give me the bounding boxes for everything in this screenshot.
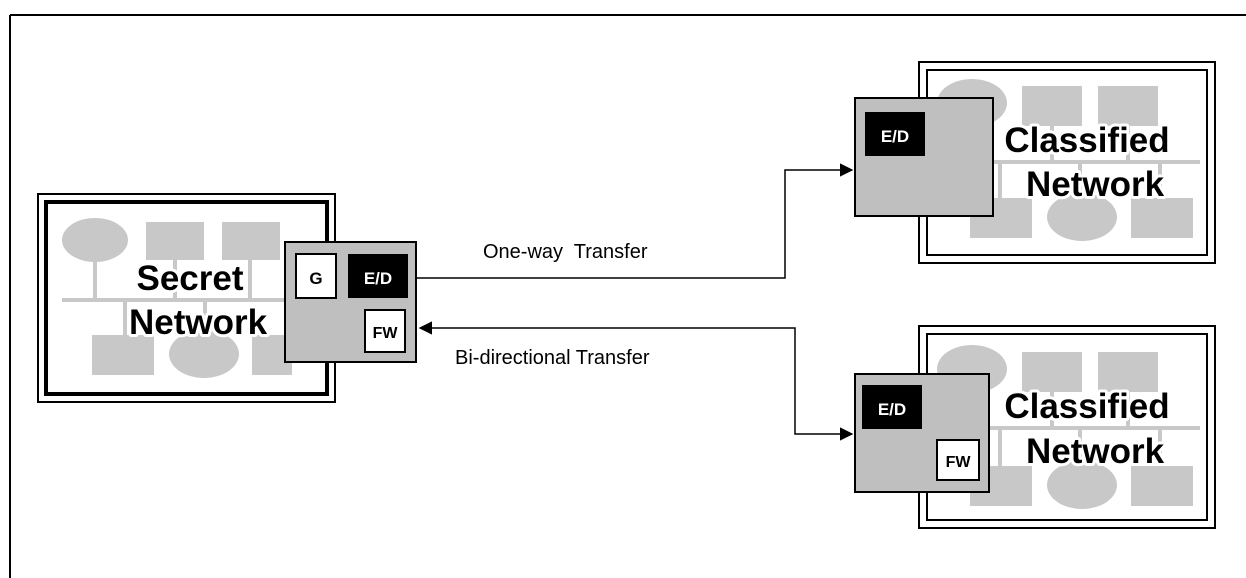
gateway-device: G E/D FW	[284, 241, 417, 363]
classified-bottom-firewall-label: FW	[946, 454, 972, 471]
secret-network-title-line1: Secret	[136, 259, 243, 298]
classified-top-encrypt-decrypt-label: E/D	[881, 127, 909, 146]
guard-box	[295, 253, 337, 299]
firewall-label: FW	[373, 325, 399, 342]
encrypt-decrypt-label: E/D	[364, 269, 392, 288]
encrypt-decrypt-box	[348, 254, 408, 298]
classified-network-top: Classified Network E/D	[854, 61, 1216, 264]
classified-top-encrypt-decrypt-box	[865, 112, 925, 156]
classified-top-title-line1: Classified	[1004, 121, 1169, 160]
classified-top-node-box	[1022, 86, 1082, 126]
classified-bottom-firewall-box	[936, 439, 980, 481]
firewall-box	[364, 309, 406, 353]
classified-network-bottom: Classified Network E/D FW	[854, 325, 1216, 529]
classified-bottom-node-box	[1131, 466, 1193, 506]
classified-top-node-ellipse	[1047, 193, 1117, 241]
classified-top-title-line2: Network	[1026, 165, 1165, 204]
secret-node-box	[146, 222, 204, 260]
classified-bottom-node-ellipse	[1047, 461, 1117, 509]
secret-network-title-line2: Network	[129, 303, 268, 342]
one-way-transfer-label: One-way Transfer	[483, 241, 648, 263]
bi-directional-transfer-connector	[418, 321, 854, 441]
classified-bottom-title-line2: Network	[1026, 432, 1165, 471]
classified-bottom-node-box	[1022, 352, 1082, 392]
bi-directional-transfer-label: Bi-directional Transfer	[455, 347, 650, 369]
secret-node-box	[222, 222, 280, 260]
secret-network-bus	[62, 255, 284, 335]
one-way-transfer-connector	[416, 163, 854, 279]
guard-label: G	[309, 269, 322, 288]
secret-node-ellipse	[62, 218, 128, 262]
classified-top-node-box	[1131, 198, 1193, 238]
secret-node-ellipse	[169, 330, 239, 378]
secret-node-box	[92, 335, 154, 375]
classified-bottom-encrypt-decrypt-label: E/D	[878, 400, 906, 419]
classified-bottom-encrypt-decrypt-box	[862, 385, 922, 429]
classified-bottom-node-box	[1098, 352, 1158, 392]
classified-top-node-box	[1098, 86, 1158, 126]
classified-bottom-title-line1: Classified	[1004, 387, 1169, 426]
